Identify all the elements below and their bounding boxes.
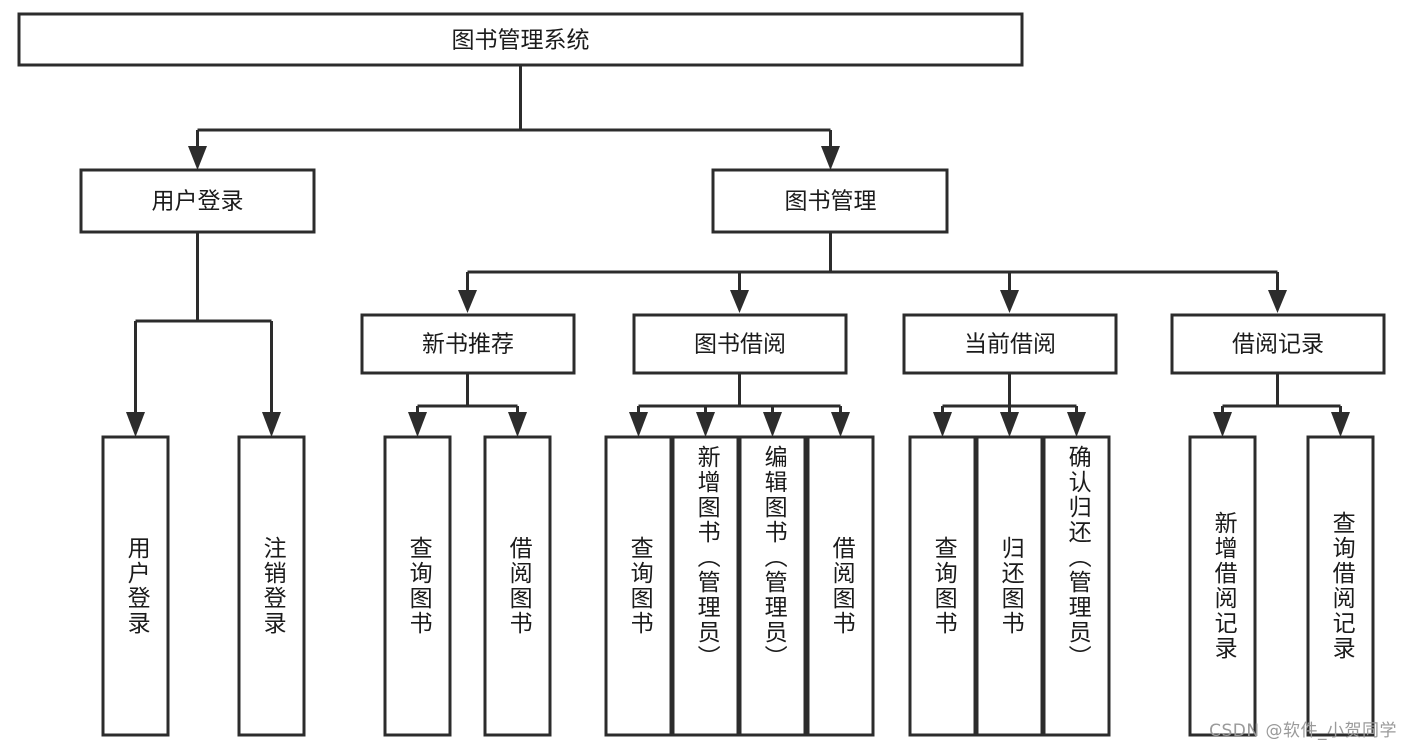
node-box-leaf-query-book-a[interactable] (383, 435, 452, 737)
arrow-user-login-leaf-1 (126, 412, 145, 437)
node-box-leaf-add-record[interactable] (1188, 435, 1257, 737)
node-box-leaf-query-book-c[interactable] (908, 435, 977, 737)
connector-group-book-manage (458, 232, 1287, 313)
arrow-book-borrow-leaf-4 (831, 412, 850, 437)
node-label-book-borrow: 图书借阅 (694, 332, 786, 358)
connector-group-current-borrow (933, 373, 1086, 437)
node-box-leaf-logout[interactable] (237, 435, 306, 737)
arrow-book-manage-child-1 (458, 290, 477, 313)
connector-group-borrow-record (1213, 373, 1350, 437)
node-box-leaf-add-book[interactable] (671, 435, 740, 737)
node-label-new-book-rec: 新书推荐 (422, 332, 514, 358)
node-box-leaf-query-book-b[interactable] (604, 435, 673, 737)
arrow-current-borrow-leaf-3 (1067, 412, 1086, 437)
node-box-leaf-confirm-return[interactable] (1042, 435, 1111, 737)
node-box-leaf-query-record[interactable] (1306, 435, 1375, 737)
node-label-user-login: 用户登录 (152, 189, 244, 215)
connector-group-book-borrow (629, 373, 850, 437)
node-label-current-borrow: 当前借阅 (964, 332, 1056, 358)
node-box-book-manage[interactable] (711, 168, 949, 234)
arrow-book-borrow-leaf-3 (763, 412, 782, 437)
node-box-new-book-rec[interactable] (360, 313, 576, 375)
arrow-book-manage-child-2 (730, 290, 749, 313)
arrow-book-borrow-leaf-1 (629, 412, 648, 437)
node-box-root[interactable] (17, 12, 1024, 67)
arrow-user-login-leaf-2 (262, 412, 281, 437)
node-box-leaf-return-book[interactable] (975, 435, 1044, 737)
node-box-leaf-user-login[interactable] (101, 435, 170, 737)
node-box-leaf-borrow-book-b[interactable] (806, 435, 875, 737)
node-box-borrow-record[interactable] (1170, 313, 1386, 375)
arrow-root-to-user-login (188, 146, 207, 170)
connector-group-new-book-rec (408, 373, 527, 437)
arrow-book-borrow-leaf-2 (696, 412, 715, 437)
arrow-current-borrow-leaf-1 (933, 412, 952, 437)
node-label-borrow-record: 借阅记录 (1232, 332, 1324, 358)
node-label-book-manage: 图书管理 (785, 189, 877, 215)
arrow-book-manage-child-3 (1000, 290, 1019, 313)
connector-group-user-login (126, 232, 281, 437)
connector-group-root (188, 65, 840, 170)
node-label-root: 图书管理系统 (452, 28, 590, 54)
arrow-borrow-record-leaf-1 (1213, 412, 1232, 437)
arrow-new-book-rec-leaf-2 (508, 412, 527, 437)
watermark-text: CSDN @软件_小贺同学 (1209, 721, 1397, 741)
arrow-book-manage-child-4 (1268, 290, 1287, 313)
node-box-leaf-edit-book[interactable] (738, 435, 807, 737)
arrow-new-book-rec-leaf-1 (408, 412, 427, 437)
node-box-leaf-borrow-book-a[interactable] (483, 435, 552, 737)
node-box-book-borrow[interactable] (632, 313, 848, 375)
arrow-borrow-record-leaf-2 (1331, 412, 1350, 437)
node-box-current-borrow[interactable] (902, 313, 1118, 375)
arrow-current-borrow-leaf-2 (1000, 412, 1019, 437)
node-box-user-login[interactable] (79, 168, 316, 234)
arrow-root-to-book-manage (821, 146, 840, 170)
